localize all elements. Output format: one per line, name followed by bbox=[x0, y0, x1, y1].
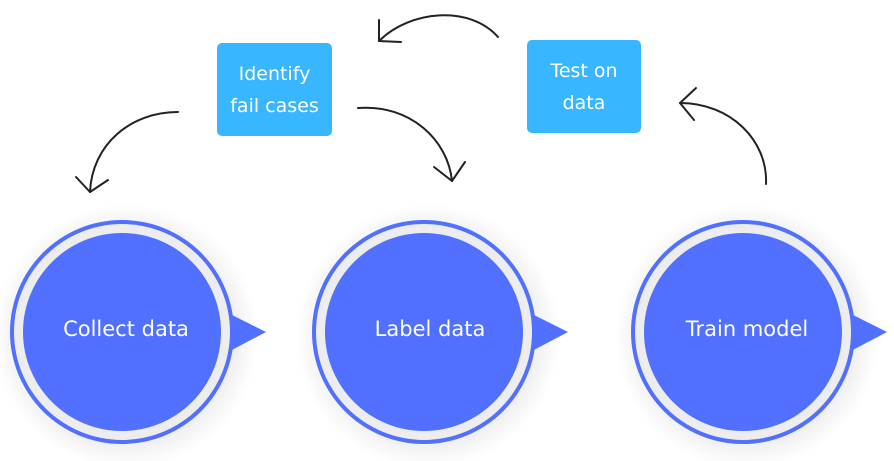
arrow-curve bbox=[357, 106, 453, 182]
step-disc bbox=[644, 233, 842, 431]
feedback-box-test-on-data: Test on data bbox=[527, 40, 641, 133]
step-label-collect-data: Collect data bbox=[63, 317, 189, 341]
arrowhead-icon bbox=[433, 161, 466, 182]
feedback-box-identify-fail-cases: Identify fail cases bbox=[217, 43, 332, 136]
arrow-curve bbox=[378, 14, 499, 42]
feedback-box-line: fail cases bbox=[230, 94, 319, 117]
step-node-collect-data bbox=[0, 204, 266, 461]
step-node-train-model bbox=[615, 204, 887, 461]
arrow-curve bbox=[679, 102, 768, 185]
arrow-identify-to-collect bbox=[75, 111, 179, 193]
arrowhead-icon bbox=[75, 176, 109, 193]
arrow-train-to-test bbox=[679, 87, 768, 185]
step-label-label-data: Label data bbox=[374, 317, 486, 341]
triangle-pointer-right-icon bbox=[849, 313, 887, 352]
step-node-label-data bbox=[296, 204, 568, 461]
step-label-train-model: Train model bbox=[685, 317, 809, 341]
feedback-box-line: Identify bbox=[238, 62, 311, 85]
triangle-pointer-right-icon bbox=[530, 313, 568, 352]
feedback-box-line: data bbox=[562, 91, 606, 114]
arrowhead-icon bbox=[679, 87, 697, 121]
arrow-test-to-identify bbox=[378, 14, 499, 43]
feedback-box-line: Test on bbox=[550, 59, 618, 82]
arrow-curve bbox=[89, 111, 179, 193]
arrow-identify-to-label bbox=[357, 106, 466, 182]
arrowhead-icon bbox=[378, 19, 402, 43]
triangle-pointer-right-icon bbox=[228, 313, 266, 352]
step-disc bbox=[325, 233, 523, 431]
step-disc bbox=[23, 233, 221, 431]
